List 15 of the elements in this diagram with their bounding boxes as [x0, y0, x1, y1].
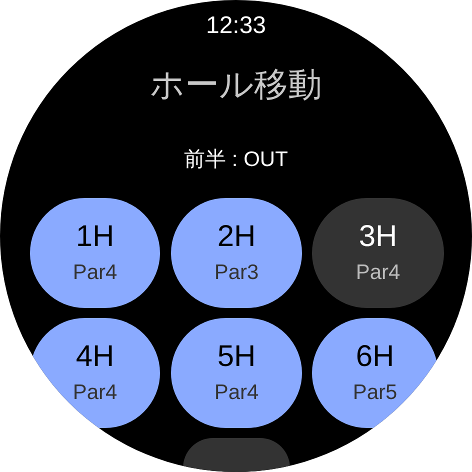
hole-number: 5H [217, 340, 256, 374]
par-value: Par4 [72, 260, 118, 286]
hole-number: 3H [358, 220, 398, 254]
screen-title: ホール移動 [149, 65, 323, 106]
par-value: Par4 [356, 260, 400, 286]
hole-number: 6H [356, 340, 394, 374]
hole-number: 2H [217, 220, 256, 254]
section-label: 前半 : OUT [183, 147, 289, 173]
par-value: Par3 [214, 260, 259, 286]
hole-number: 4H [76, 340, 114, 374]
hole-number: 1H [76, 220, 114, 254]
clock-time: 12:33 [204, 12, 268, 40]
par-value: Par5 [352, 380, 398, 406]
par-value: Par4 [214, 380, 259, 406]
par-value: Par4 [72, 380, 118, 406]
